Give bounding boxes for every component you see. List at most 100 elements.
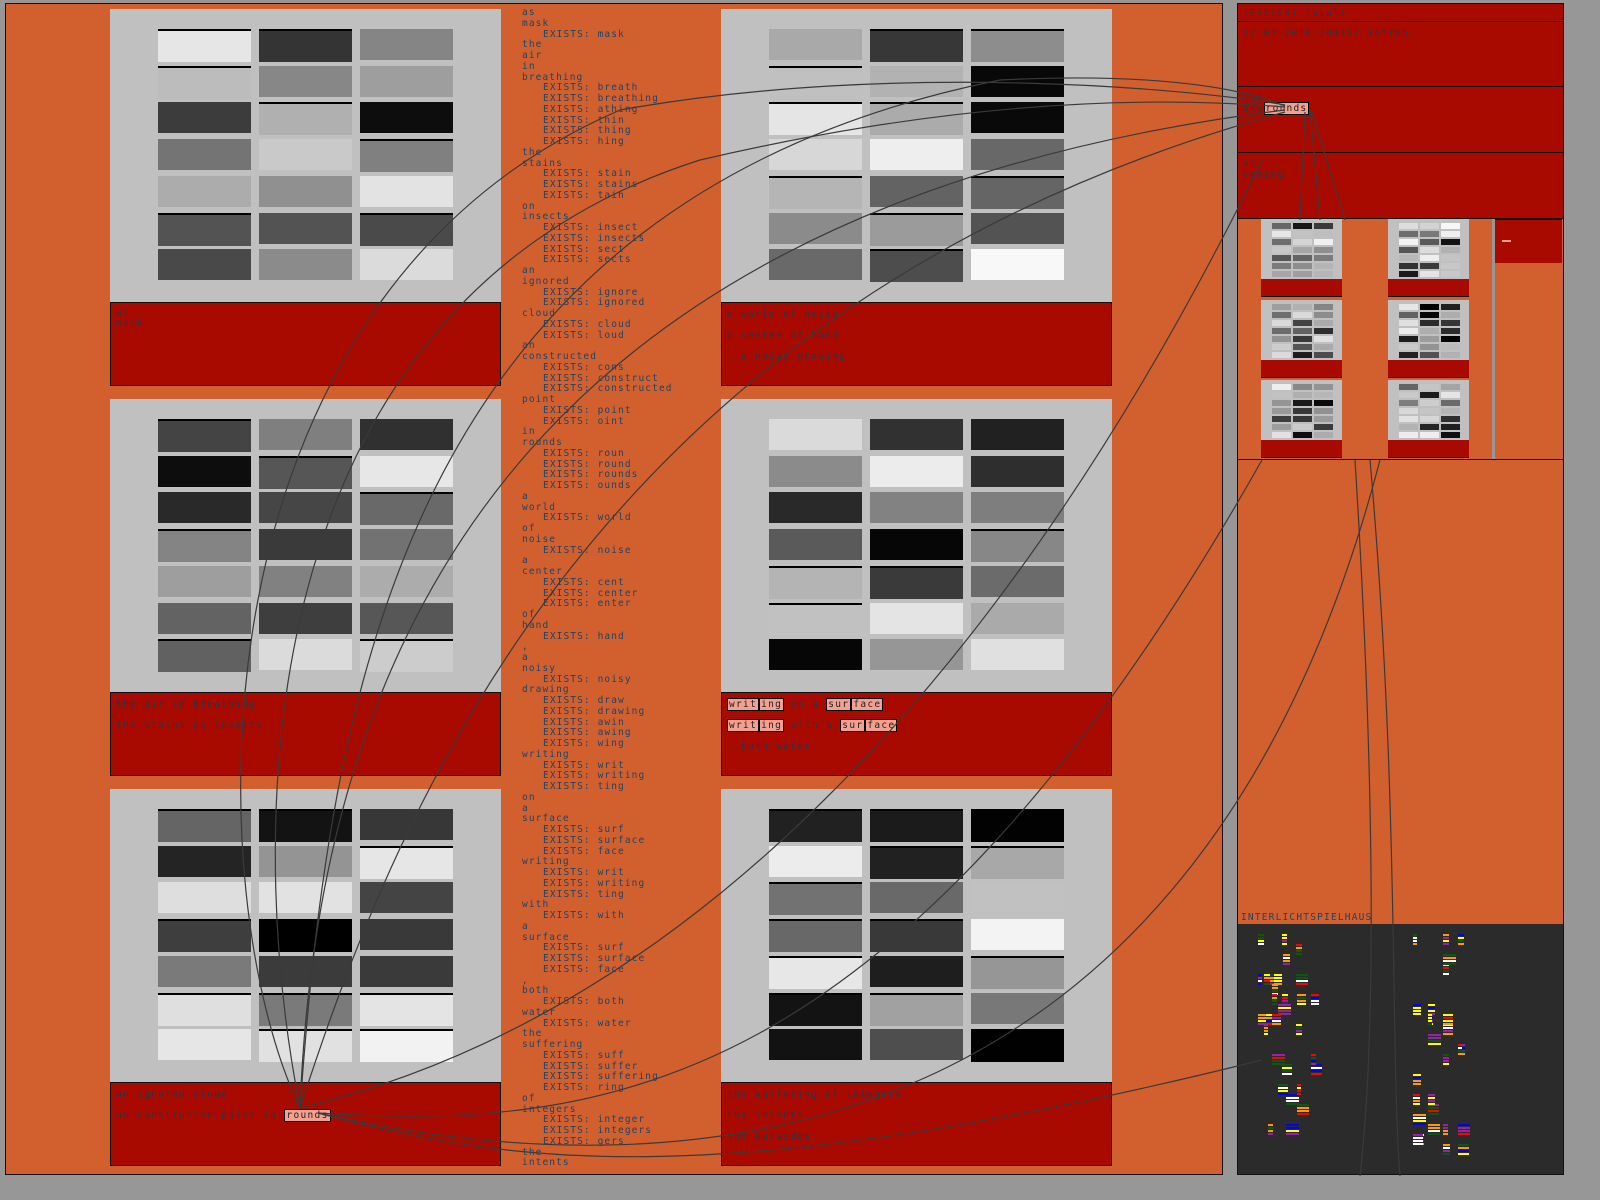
swatch[interactable]	[360, 955, 453, 987]
swatch[interactable]	[158, 455, 251, 487]
swatch[interactable]	[971, 29, 1064, 62]
swatch[interactable]	[870, 919, 963, 953]
swatch[interactable]	[971, 139, 1064, 171]
swatch[interactable]	[360, 809, 453, 840]
swatch[interactable]	[971, 455, 1064, 487]
swatch[interactable]	[259, 419, 352, 450]
swatch[interactable]	[971, 639, 1064, 671]
rounds-highlight[interactable]: rounds	[1263, 102, 1310, 115]
swatch[interactable]	[158, 529, 251, 563]
swatch[interactable]	[158, 29, 251, 62]
swatch[interactable]	[971, 882, 1064, 914]
swatch[interactable]	[158, 212, 251, 246]
swatch[interactable]	[259, 992, 352, 1026]
swatch[interactable]	[870, 492, 963, 524]
swatch[interactable]	[769, 565, 862, 599]
swatch[interactable]	[870, 809, 963, 842]
swatch[interactable]	[259, 809, 352, 842]
swatch[interactable]	[259, 29, 352, 62]
swatch[interactable]	[259, 249, 352, 281]
swatch[interactable]	[971, 565, 1064, 597]
swatch[interactable]	[870, 882, 963, 914]
swatch[interactable]	[870, 175, 963, 207]
mini-panel[interactable]	[1388, 380, 1469, 458]
swatch[interactable]	[769, 455, 862, 487]
swatch[interactable]	[360, 249, 453, 281]
swatch[interactable]	[158, 809, 251, 842]
swatch[interactable]	[870, 1029, 963, 1061]
swatch[interactable]	[769, 102, 862, 136]
swatch[interactable]	[769, 602, 862, 636]
swatch[interactable]	[158, 992, 251, 1026]
swatch[interactable]	[158, 955, 251, 987]
swatch[interactable]	[158, 919, 251, 953]
swatch[interactable]	[870, 212, 963, 246]
swatch[interactable]	[158, 249, 251, 281]
mini-panel[interactable]	[1388, 300, 1469, 378]
swatch[interactable]	[971, 809, 1064, 842]
swatch[interactable]	[259, 492, 352, 524]
swatch[interactable]	[259, 1029, 352, 1063]
swatch[interactable]	[769, 529, 862, 561]
swatch[interactable]	[769, 212, 862, 244]
swatch[interactable]	[769, 1029, 862, 1061]
swatch[interactable]	[360, 1029, 453, 1063]
swatch[interactable]	[971, 602, 1064, 634]
swatch[interactable]	[971, 249, 1064, 281]
swatch[interactable]	[971, 212, 1064, 244]
swatch[interactable]	[360, 919, 453, 951]
swatch[interactable]	[158, 1029, 251, 1061]
swatch[interactable]	[360, 882, 453, 914]
swatch[interactable]	[870, 455, 963, 487]
swatch[interactable]	[971, 65, 1064, 97]
mini-panel[interactable]	[1261, 300, 1342, 378]
swatch[interactable]	[158, 639, 251, 673]
swatch[interactable]	[360, 492, 453, 526]
swatch[interactable]	[870, 102, 963, 136]
swatch[interactable]	[360, 139, 453, 173]
swatch[interactable]	[870, 992, 963, 1026]
swatch[interactable]	[870, 139, 963, 171]
swatch[interactable]	[971, 955, 1064, 989]
swatch[interactable]	[870, 249, 963, 283]
swatch[interactable]	[158, 845, 251, 877]
swatch[interactable]	[870, 529, 963, 561]
swatch[interactable]	[158, 882, 251, 914]
swatch[interactable]	[360, 602, 453, 634]
swatch[interactable]	[360, 845, 453, 879]
swatch[interactable]	[360, 639, 453, 673]
rounds-highlight[interactable]: rounds	[284, 1109, 331, 1122]
swatch[interactable]	[971, 419, 1064, 450]
swatch[interactable]	[769, 175, 862, 209]
swatch[interactable]	[158, 139, 251, 171]
swatch[interactable]	[158, 492, 251, 524]
swatch[interactable]	[971, 175, 1064, 209]
swatch[interactable]	[259, 639, 352, 671]
swatch[interactable]	[158, 419, 251, 452]
swatch[interactable]	[360, 565, 453, 597]
swatch[interactable]	[971, 529, 1064, 563]
swatch[interactable]	[259, 602, 352, 634]
swatch[interactable]	[971, 492, 1064, 524]
swatch[interactable]	[259, 845, 352, 877]
swatch[interactable]	[769, 845, 862, 877]
swatch[interactable]	[971, 845, 1064, 879]
swatch[interactable]	[971, 919, 1064, 951]
swatch[interactable]	[259, 455, 352, 489]
swatch[interactable]	[769, 955, 862, 989]
swatch[interactable]	[360, 212, 453, 246]
swatch[interactable]	[360, 175, 453, 207]
swatch[interactable]	[870, 65, 963, 97]
swatch[interactable]	[971, 1029, 1064, 1063]
swatch[interactable]	[870, 639, 963, 671]
swatch[interactable]	[259, 955, 352, 987]
swatch[interactable]	[360, 455, 453, 487]
swatch[interactable]	[360, 29, 453, 60]
swatch[interactable]	[769, 65, 862, 99]
swatch[interactable]	[259, 212, 352, 244]
swatch[interactable]	[769, 882, 862, 916]
swatch[interactable]	[769, 492, 862, 524]
swatch[interactable]	[870, 845, 963, 879]
mini-panel[interactable]	[1261, 380, 1342, 458]
swatch[interactable]	[158, 65, 251, 99]
